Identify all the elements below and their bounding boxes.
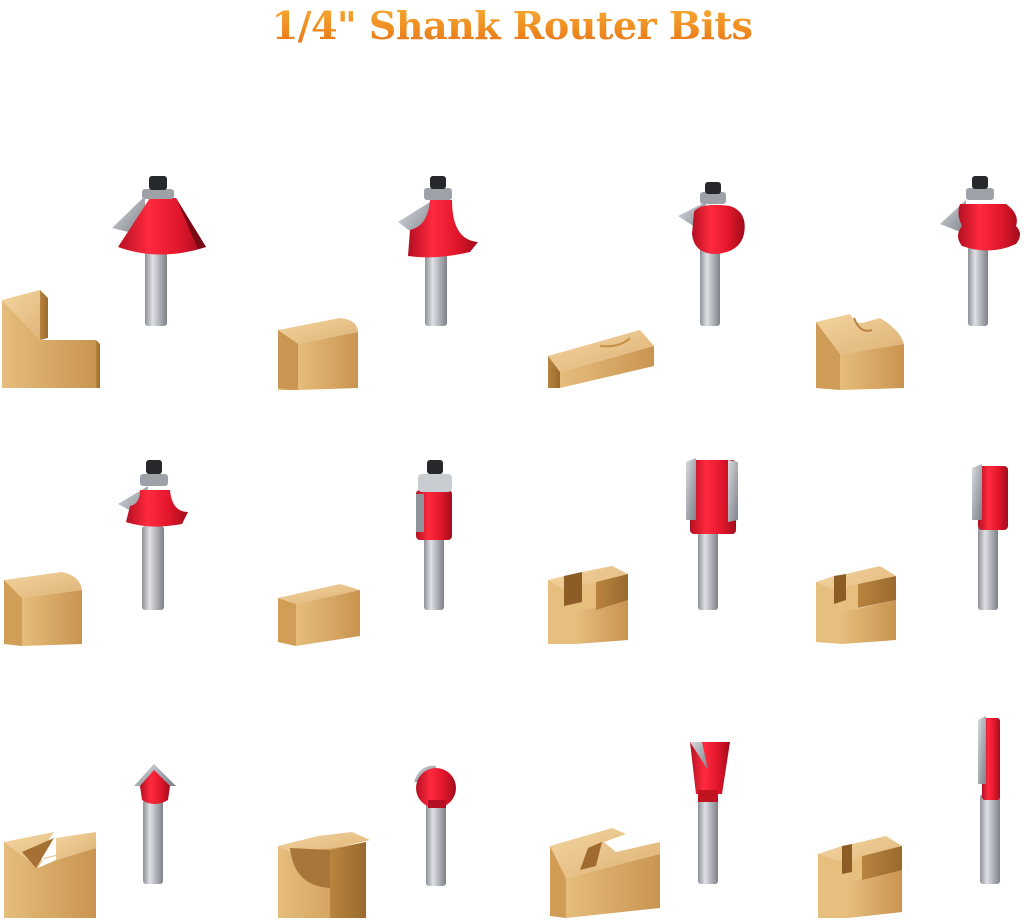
core-box-bit [414,765,456,886]
roundover-edge-wood [278,318,358,390]
flush-trim-bit [416,460,452,610]
wide-groove-wood [548,566,628,644]
roman-ogee-bit [940,176,1020,326]
flush-trim-block-wood [278,584,360,646]
deep-slot-wood [818,836,902,918]
page-title: 1/4" Shank Router Bits [0,0,1024,56]
dovetail-bit [690,742,730,884]
chamfer-corner-wood [2,290,100,388]
ogee-edge-wood [816,314,904,390]
chamfer-bit [112,176,206,326]
roundover-bit [398,176,478,326]
cove-bit [678,182,745,326]
small-roundover-bit [118,460,188,610]
narrow-groove-wood [816,566,896,644]
round-groove-wood [278,832,370,918]
dovetail-groove-wood [550,828,660,918]
cove-edge-wood [548,330,654,388]
v-groove-bit [134,764,176,884]
v-groove-wood [4,832,98,918]
wide-straight-bit [686,458,738,610]
narrow-straight-bit [972,464,1008,610]
small-roundover-edge-wood [4,572,82,646]
long-straight-bit [978,716,1000,884]
